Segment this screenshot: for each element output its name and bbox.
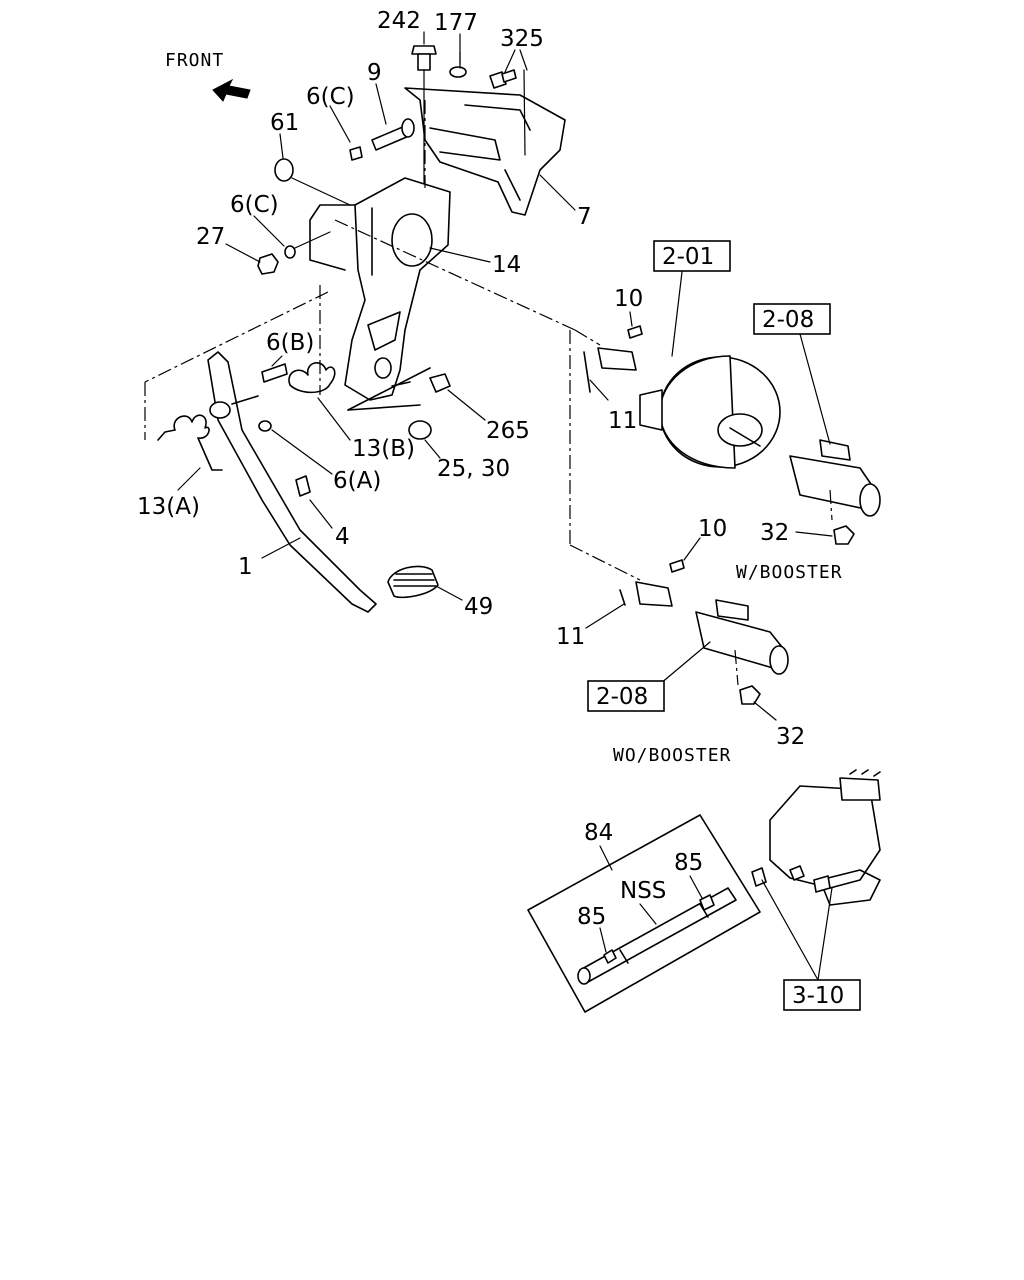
svg-text:2-08: 2-08	[762, 307, 814, 333]
callout-4: 4	[335, 524, 350, 550]
ref-box-master-cyl-bottom: 2-08	[587, 680, 665, 712]
bolt-242	[411, 45, 437, 186]
brake-booster	[639, 355, 781, 469]
ref-box-booster: 2-01	[653, 240, 731, 272]
callout-265: 265	[486, 418, 530, 444]
nut-6c-mid	[284, 245, 296, 259]
bolt-325	[489, 49, 528, 156]
callout-242: 242	[377, 8, 421, 34]
bolt-9	[371, 118, 415, 151]
callout-49: 49	[464, 594, 493, 620]
ref-box-master-cyl-top: 2-08	[753, 303, 831, 335]
nut-27	[257, 231, 331, 275]
callout-85-right: 85	[674, 850, 703, 876]
callout-84: 84	[584, 820, 613, 846]
callout-6c-top: 6(C)	[306, 84, 355, 110]
callout-25-30: 25, 30	[437, 456, 510, 482]
callout-27: 27	[196, 224, 225, 250]
bolt-265-25-30	[347, 367, 451, 440]
spring-13a	[157, 414, 223, 471]
bolt-10-top	[627, 325, 643, 339]
callout-10-bottom: 10	[698, 516, 727, 542]
svg-text:3-10: 3-10	[792, 983, 844, 1009]
ref-box-reservoir: 3-10	[783, 979, 861, 1011]
clip-85-right	[699, 894, 715, 911]
callout-13b: 13(B)	[352, 436, 415, 462]
callout-32-bottom: 32	[776, 724, 805, 750]
master-cylinder-bottom	[695, 599, 789, 686]
switch-top	[583, 347, 637, 393]
callout-6b: 6(B)	[266, 330, 314, 356]
switch-bottom	[619, 581, 673, 607]
nut-32-top	[833, 525, 855, 545]
svg-text:2-08: 2-08	[596, 684, 648, 710]
callout-10-top: 10	[614, 286, 643, 312]
leader-lines	[177, 31, 833, 981]
callout-6c-mid: 6(C)	[230, 192, 279, 218]
callout-61: 61	[270, 110, 299, 136]
hose-kit-84-frame	[527, 814, 761, 1013]
callout-11-bottom: 11	[556, 624, 585, 650]
master-cylinder-top	[789, 439, 881, 521]
pedal-bracket-14	[309, 177, 451, 401]
callout-13a: 13(A)	[137, 494, 200, 520]
nut-32-bottom	[739, 685, 761, 705]
pedal-pad-49	[387, 565, 439, 599]
front-label: FRONT	[165, 50, 224, 71]
spring-13b	[288, 362, 336, 394]
callout-325: 325	[500, 26, 544, 52]
svg-text:2-01: 2-01	[662, 244, 714, 270]
label-with-booster: W/BOOSTER	[736, 562, 843, 583]
callout-14: 14	[492, 252, 521, 278]
callout-32-top: 32	[760, 520, 789, 546]
pedal-arm-1	[207, 351, 377, 613]
label-without-booster: WO/BOOSTER	[613, 745, 731, 766]
callout-1: 1	[238, 554, 253, 580]
callout-7: 7	[577, 204, 592, 230]
label-nss: NSS	[620, 878, 666, 904]
nut-6c-top	[349, 146, 363, 161]
bolt-10-bottom	[669, 559, 685, 573]
front-arrow-icon	[212, 78, 251, 102]
reservoir	[751, 769, 881, 906]
bushing-6a	[258, 420, 272, 432]
nut-61	[274, 158, 351, 206]
callout-6a: 6(A)	[333, 468, 381, 494]
callout-177: 177	[434, 10, 478, 36]
callout-11-top: 11	[608, 408, 637, 434]
clip-85-left	[603, 949, 617, 964]
bushing-6b	[261, 363, 288, 383]
washer-177	[449, 51, 467, 78]
callout-9: 9	[367, 60, 382, 86]
callout-85-left: 85	[577, 904, 606, 930]
